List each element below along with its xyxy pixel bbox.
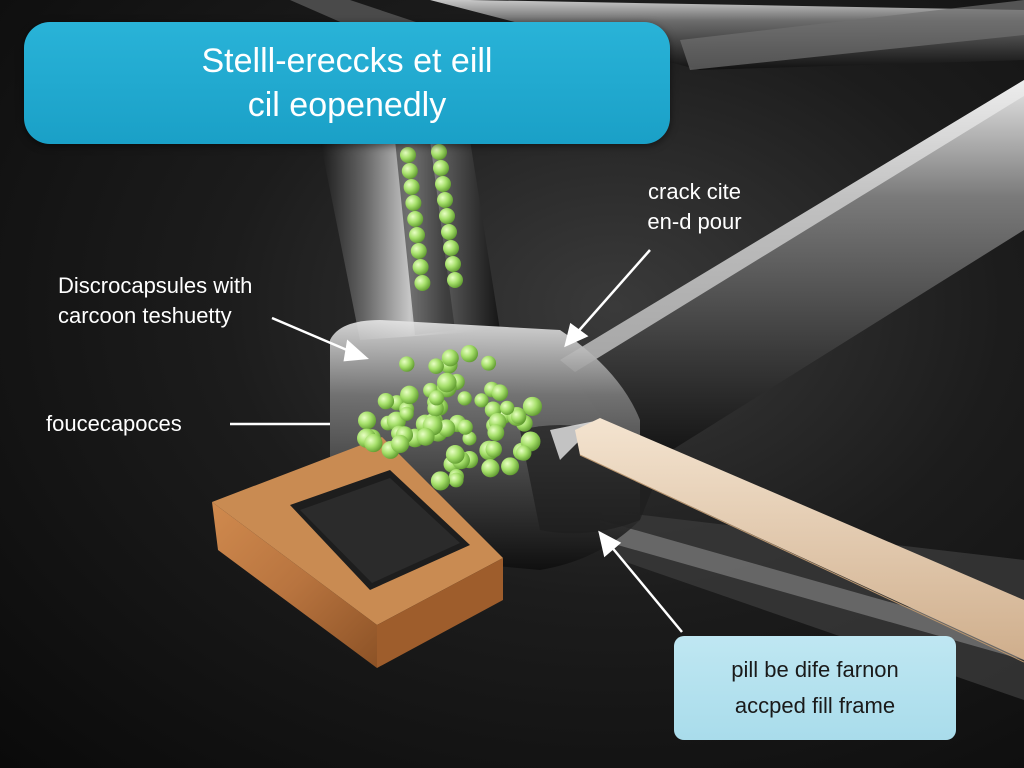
microcapsule-icon: [364, 433, 383, 453]
microcapsule-icon: [409, 227, 425, 243]
cork-block: [212, 437, 503, 668]
microcapsule-icon: [460, 344, 479, 363]
microcapsule-icon: [399, 406, 414, 421]
microcapsule-icon: [358, 411, 377, 430]
microcapsules-label-line-1: Discrocapsules with: [58, 273, 253, 298]
foucecapoces-label: foucecapoces: [46, 411, 182, 436]
title-line-2: cil eopenedly: [247, 86, 447, 124]
arrow-callout: [609, 544, 683, 633]
microcapsule-icon: [414, 275, 431, 291]
microcapsule-icon: [485, 441, 503, 458]
arrow-head-microcapsules: [343, 339, 369, 362]
microcapsule-icon: [428, 358, 444, 374]
microcapsule-cluster: [357, 144, 543, 491]
microcapsule-icon: [510, 409, 526, 425]
microcapsule-icon: [390, 434, 410, 454]
title-banner: Stelll-ereccks et eill cil eopenedly: [24, 22, 670, 144]
crack-site-label-line-2: en-d pour: [647, 209, 742, 234]
crack-site-label: crack cite en-d pour: [632, 177, 757, 237]
microcapsule-icon: [481, 355, 497, 371]
fill-frame-callout: pill be dife farnon accped fill frame: [674, 636, 956, 740]
title-line-1: Stelll-ereccks et eill: [201, 42, 493, 80]
microcapsule-icon: [403, 179, 420, 195]
microcapsule-icon: [474, 393, 489, 408]
callout-line-2: accped fill frame: [734, 693, 896, 718]
microcapsule-icon: [431, 144, 447, 160]
microcapsule-icon: [430, 471, 451, 491]
microcapsule-icon: [501, 457, 520, 476]
microcapsule-icon: [400, 385, 419, 405]
microcapsule-icon: [399, 356, 415, 372]
microcapsule-icon: [445, 256, 461, 272]
crack-site-label-line-1: crack cite: [648, 179, 741, 204]
arrow-head-callout: [598, 530, 622, 558]
microcapsule-icon: [400, 147, 416, 163]
crack-strip: [575, 418, 1024, 663]
microcapsule-icon: [462, 431, 477, 446]
microcapsule-icon: [487, 424, 505, 442]
microcapsule-icon: [437, 192, 453, 208]
microcapsule-icon: [481, 459, 500, 478]
pointer-arrows: [230, 249, 683, 633]
microcapsule-icon: [448, 472, 464, 488]
microcapsule-icon: [377, 392, 395, 410]
arrow-crack: [574, 249, 651, 336]
microcapsule-icon: [457, 419, 473, 435]
microcapsules-label: Discrocapsules with carcoon teshuetty: [58, 271, 252, 331]
microcapsule-icon: [441, 349, 459, 367]
arrow-head-crack: [564, 322, 589, 348]
microcapsule-icon: [416, 427, 435, 446]
microcapsule-icon: [500, 400, 515, 415]
microcapsule-icon: [412, 259, 429, 275]
microcapsule-icon: [441, 224, 457, 240]
microcapsule-icon: [407, 211, 424, 227]
microcapsule-icon: [401, 163, 418, 179]
microcapsule-icon: [445, 445, 465, 464]
microcapsule-icon: [428, 390, 445, 406]
callout-line-1: pill be dife farnon: [731, 657, 899, 682]
microcapsule-icon: [433, 160, 449, 176]
microcapsule-icon: [491, 384, 509, 401]
microcapsule-icon: [435, 176, 451, 192]
microcapsule-icon: [405, 195, 422, 211]
microcapsule-icon: [522, 396, 543, 416]
microcapsule-icon: [516, 445, 532, 461]
arrow-microcapsules: [271, 316, 355, 355]
microcapsule-icon: [436, 372, 457, 393]
microcapsule-icon: [457, 391, 472, 406]
microcapsules-label-line-2: carcoon teshuetty: [58, 303, 232, 328]
microcapsule-icon: [439, 208, 455, 224]
microcapsule-icon: [410, 243, 427, 259]
microcapsule-icon: [447, 272, 463, 288]
microcapsule-icon: [443, 240, 459, 256]
